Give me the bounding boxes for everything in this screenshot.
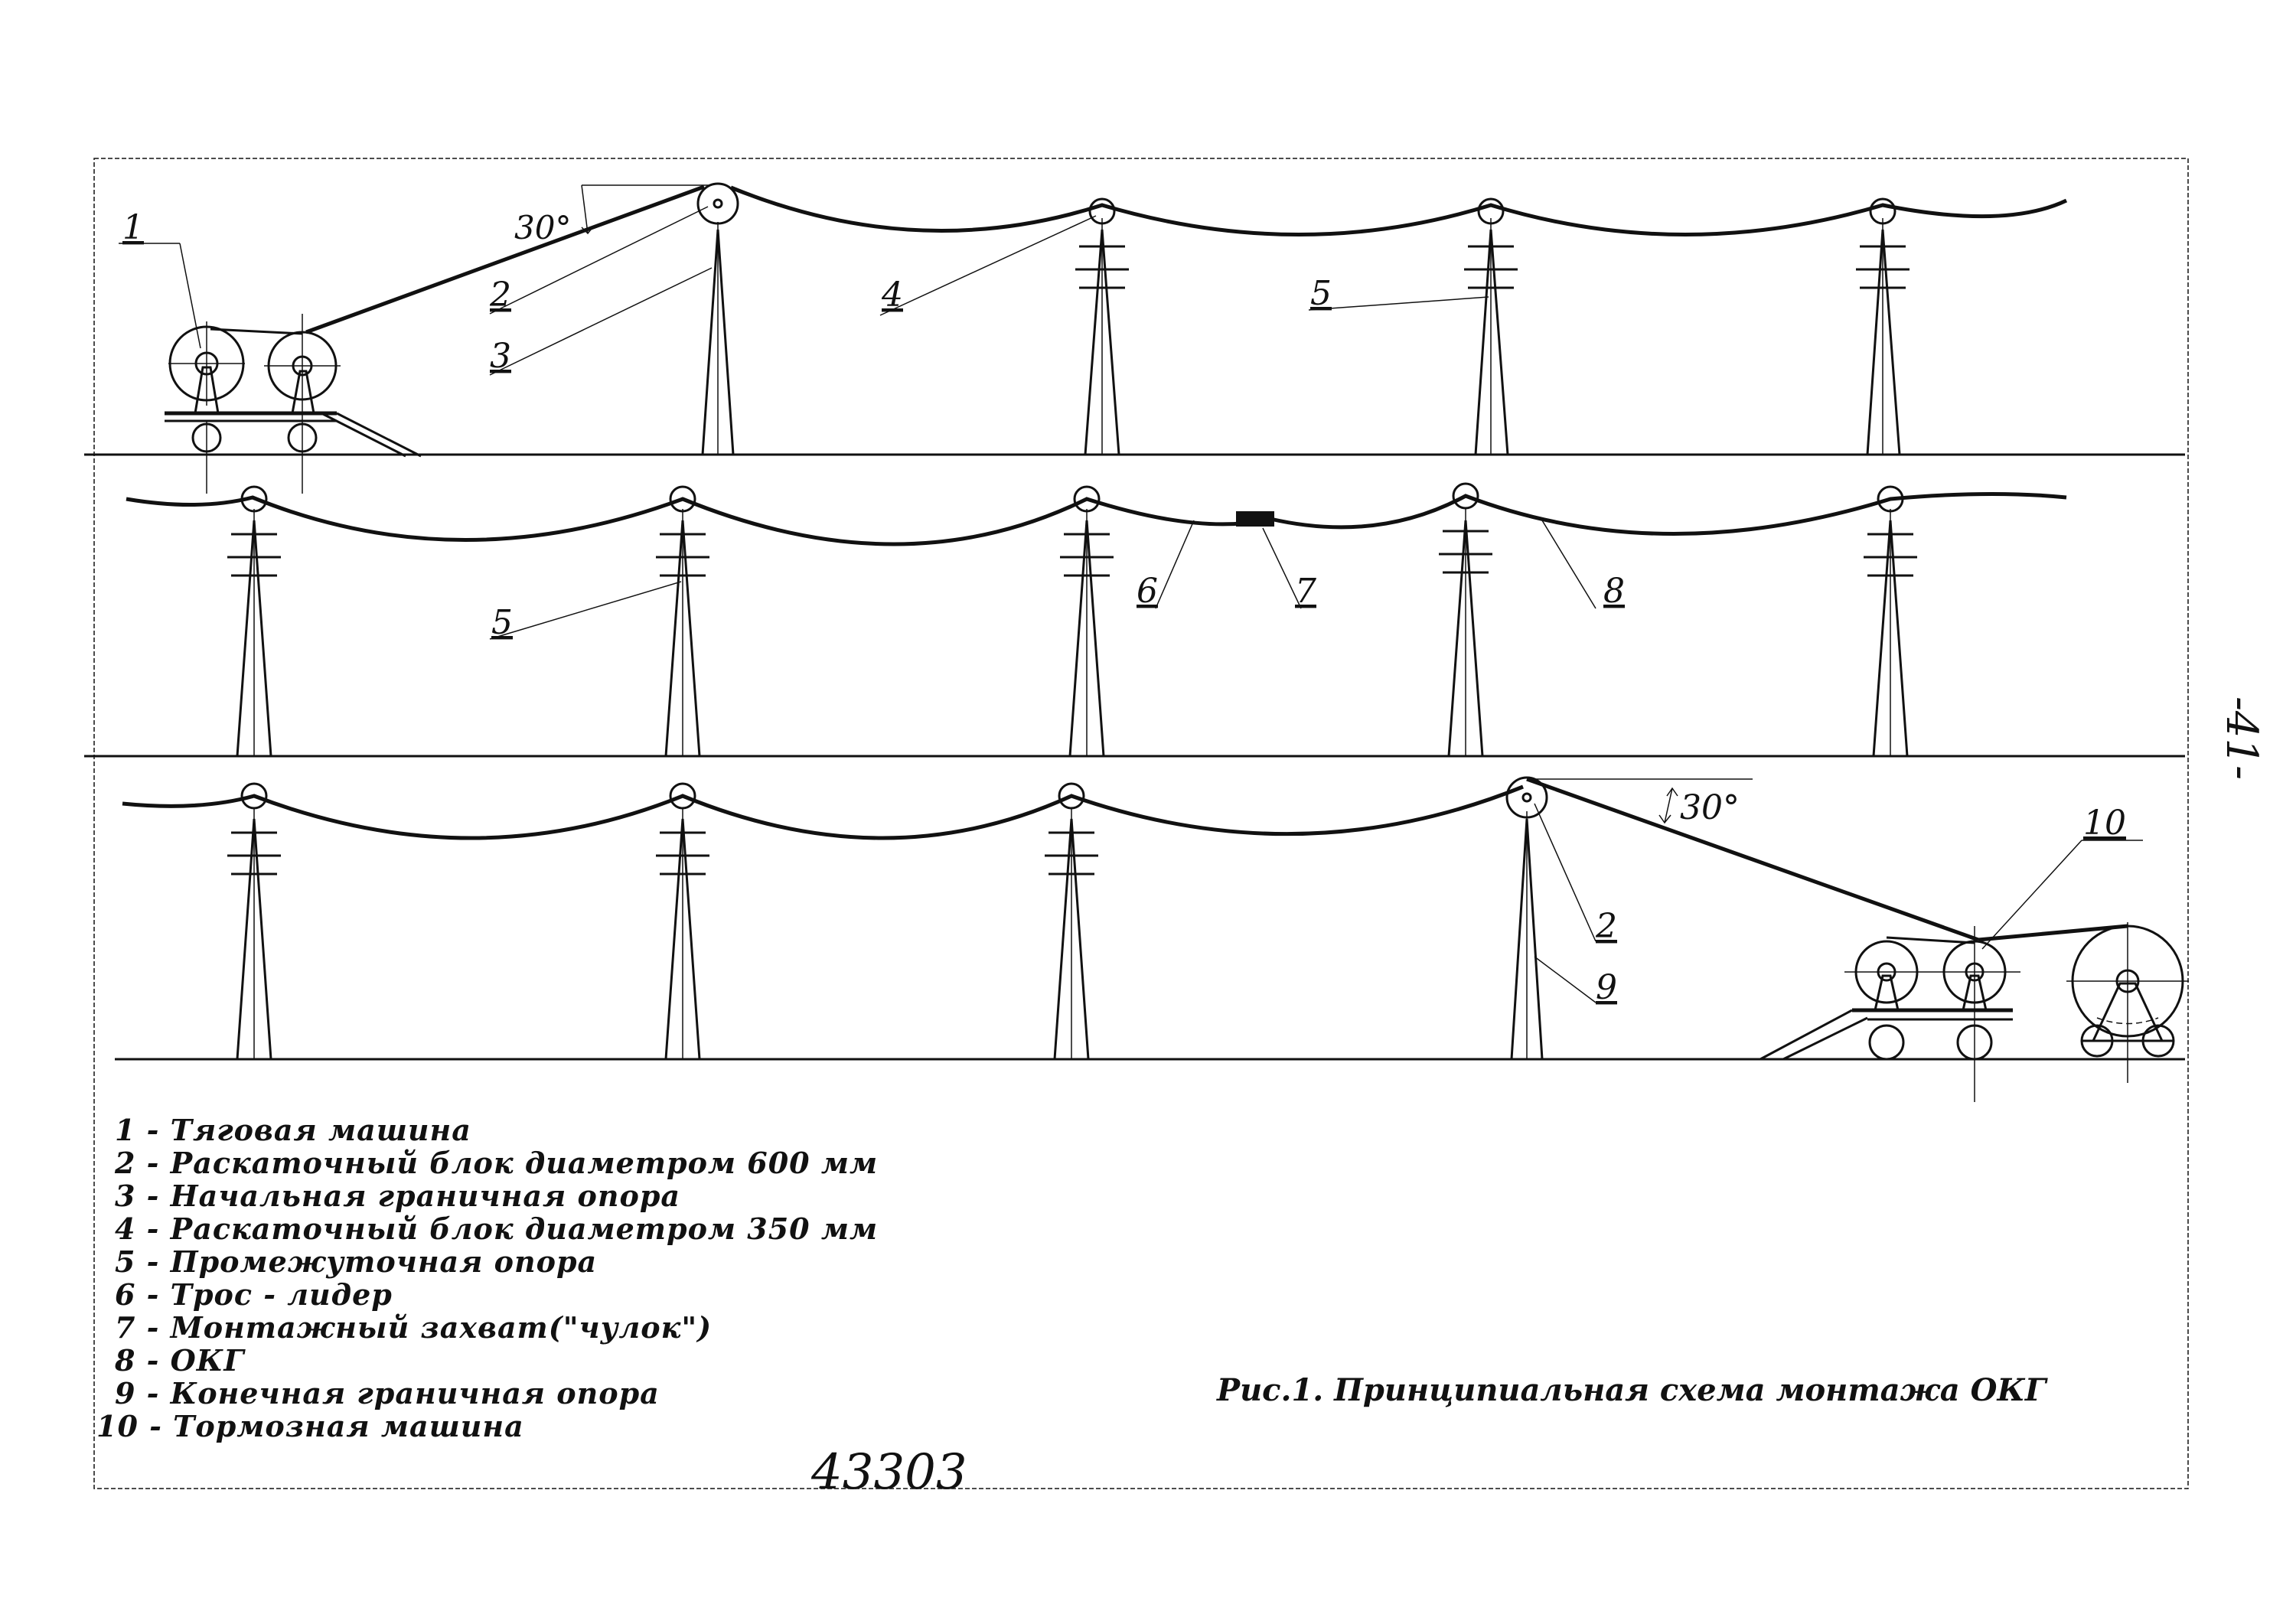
legend-item-4: 4 - Раскаточный блок диаметром 350 мм xyxy=(115,1211,878,1246)
row-2: 5 6 7 8 xyxy=(84,482,2185,758)
label-7: 7 xyxy=(1295,572,1316,611)
tower-r3-2 xyxy=(656,782,709,1060)
label-3: 3 xyxy=(490,337,511,376)
angle-label-top: 30° xyxy=(514,209,571,246)
tower-r2-2 xyxy=(656,485,709,757)
pulling-machine xyxy=(165,314,422,494)
tower-r2-3 xyxy=(1060,485,1114,757)
legend-item-1: 1 - Тяговая машина xyxy=(115,1113,471,1147)
angle-label-bottom: 30° xyxy=(1680,788,1740,827)
tower-r1-2 xyxy=(1075,197,1129,455)
figure-caption: Рис.1. Принципиальная схема монтажа ОКГ xyxy=(1216,1372,2048,1408)
final-boundary-tower xyxy=(1505,776,1548,1060)
legend: 1 - Тяговая машина 2 - Раскаточный блок … xyxy=(96,1113,878,1443)
label-10: 10 xyxy=(2083,804,2126,843)
installation-grip-sock xyxy=(1236,511,1274,527)
tower-r2-1 xyxy=(227,485,281,757)
row-3: 30° xyxy=(115,776,2189,1102)
drawing-frame xyxy=(93,158,2189,1489)
tower-r1-4 xyxy=(1856,197,1910,455)
tower-r3-1 xyxy=(227,782,281,1060)
legend-item-8: 8 - ОКГ xyxy=(114,1343,246,1378)
legend-item-10: 10 - Тормозная машина xyxy=(96,1409,524,1443)
label-2-bottom: 2 xyxy=(1595,907,1617,946)
label-5-middle: 5 xyxy=(491,603,513,642)
handwritten-number: 43303 xyxy=(810,1444,967,1501)
tower-r2-4 xyxy=(1439,482,1492,757)
initial-boundary-tower xyxy=(696,182,739,455)
label-2: 2 xyxy=(489,276,511,315)
legend-item-9: 9 - Конечная граничная опора xyxy=(115,1376,660,1410)
legend-item-6: 6 - Трос - лидер xyxy=(115,1277,393,1312)
brake-machine xyxy=(1760,922,2189,1102)
label-8: 8 xyxy=(1603,572,1625,611)
label-9: 9 xyxy=(1596,968,1617,1007)
legend-item-3: 3 - Начальная граничная опора xyxy=(115,1179,680,1213)
tower-r3-3 xyxy=(1045,782,1098,1060)
label-1: 1 xyxy=(122,208,144,247)
legend-item-5: 5 - Промежуточная опора xyxy=(115,1244,597,1279)
legend-item-2: 2 - Раскаточный блок диаметром 600 мм xyxy=(114,1146,878,1180)
label-5-top: 5 xyxy=(1310,274,1332,313)
page-number: -41- xyxy=(2216,696,2266,780)
row-1: 30° xyxy=(84,182,2185,494)
label-4: 4 xyxy=(881,276,903,315)
tower-r1-3 xyxy=(1464,197,1518,455)
label-6: 6 xyxy=(1137,572,1158,611)
tower-r2-5 xyxy=(1864,485,1917,757)
legend-item-7: 7 - Монтажный захват("чулок") xyxy=(115,1310,712,1345)
